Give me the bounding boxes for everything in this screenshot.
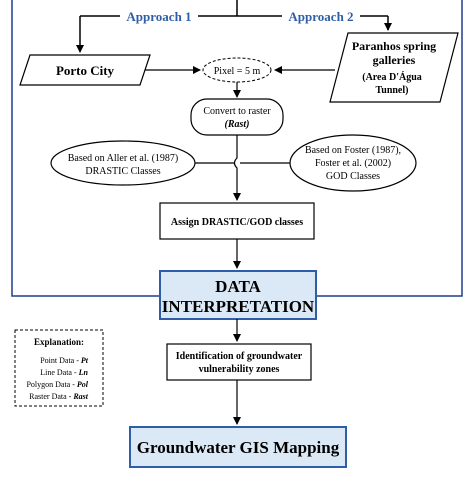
porto-city-label: Porto City (56, 63, 115, 78)
legend-item-label: Raster Data - (29, 392, 73, 401)
porto-city-node (19, 54, 151, 86)
pixel-node (202, 57, 272, 83)
interp-line1: DATA (215, 277, 261, 296)
approach1-label: Approach 1 (126, 9, 191, 24)
legend-item-label: Point Data - (40, 356, 81, 365)
interp-line2: INTERPRETATION (162, 297, 315, 316)
approach1-label-bg (120, 8, 198, 24)
legend-item: Raster Data - Rast (29, 392, 89, 401)
aller-line1: Based on Aller et al. (1987) (68, 153, 179, 164)
legend-item: Point Data - Pt (40, 356, 89, 365)
paranhos-line1: Paranhos spring (352, 39, 436, 53)
explanation-title: Explanation: (34, 337, 84, 347)
foster-line2: Foster et al. (2002) (315, 158, 391, 169)
paranhos-line2: galleries (373, 53, 416, 67)
identify-line1: Identification of groundwater (176, 351, 303, 362)
legend-item-code: Rast (72, 392, 88, 401)
approach2-label: Approach 2 (288, 9, 353, 24)
aller-line2: DRASTIC Classes (85, 166, 160, 177)
approach2-label-bg (282, 8, 360, 24)
identify-node (166, 343, 312, 381)
foster-line3: GOD Classes (326, 171, 380, 182)
convert-line2: (Rast) (225, 119, 250, 130)
mapping-label: Groundwater GIS Mapping (137, 438, 340, 457)
legend-item-code: Pol (77, 380, 89, 389)
legend-item-label: Polygon Data - (26, 380, 76, 389)
mapping-node (129, 426, 347, 468)
identify-line2: vulnerability zones (199, 364, 280, 375)
legend-item-code: Pt (81, 356, 89, 365)
legend-item: Polygon Data - Pol (26, 380, 88, 389)
foster-line1: Based on Foster (1987), (305, 145, 401, 156)
pixel-label: Pixel = 5 m (214, 66, 261, 77)
outer-frame-line (11, 0, 463, 297)
assign-label: Assign DRASTIC/GOD classes (171, 217, 303, 228)
paranhos-node (329, 32, 459, 103)
explanation-box (14, 329, 104, 407)
paranhos-line4: Tunnel) (376, 85, 409, 96)
convert-line1: Convert to raster (203, 106, 271, 117)
paranhos-line3: (Area D'Água (362, 71, 422, 83)
legend-item: Line Data - Ln (40, 368, 88, 377)
interp-node (159, 270, 317, 320)
convert-to-assign-line (233, 135, 241, 201)
assign-node (159, 202, 315, 240)
legend-item-label: Line Data - (40, 368, 78, 377)
legend-item-code: Ln (78, 368, 89, 377)
